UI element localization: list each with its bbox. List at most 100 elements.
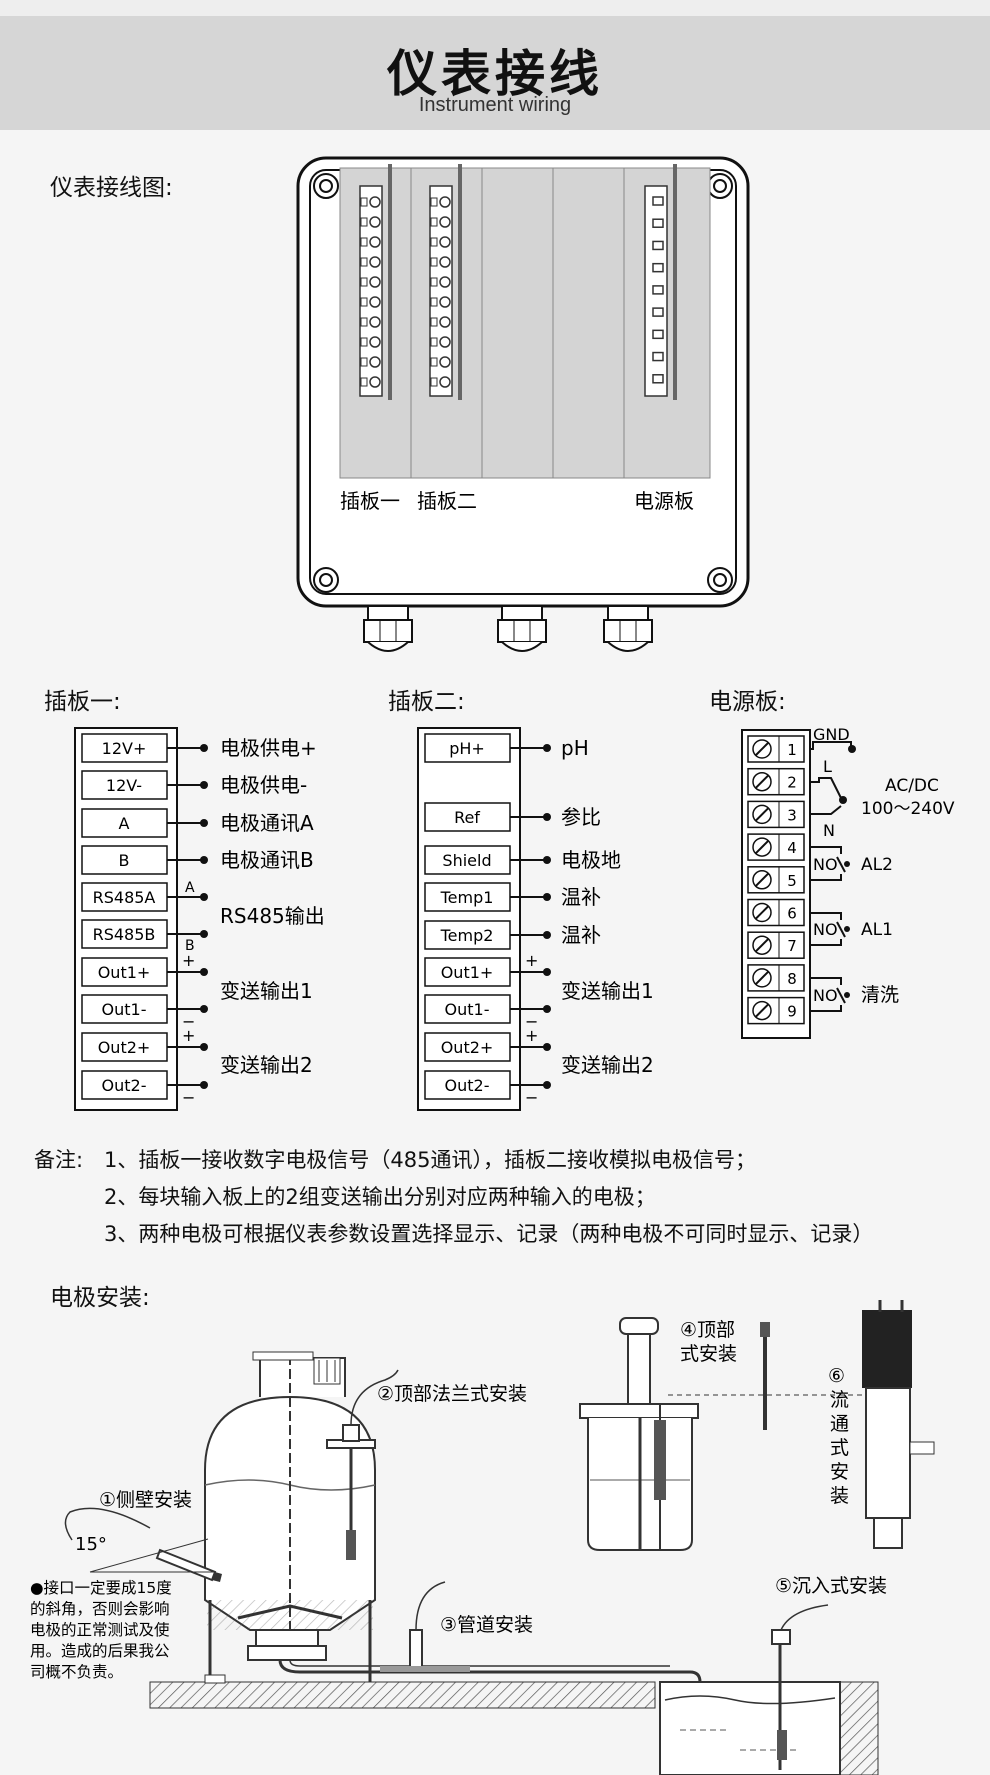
board1-diagram: 12V+12V-ABRS485ARS485BOut1+Out1-Out2+Out… (74, 727, 325, 1111)
power-label-clean: 清洗 (861, 984, 899, 1006)
power-terminal-number: 3 (787, 806, 797, 824)
terminal-label: 12V+ (102, 739, 147, 758)
terminal-box (424, 957, 511, 987)
cable-gland-icon (603, 605, 653, 652)
wire-dot (200, 968, 208, 976)
install-label-flow: 装 (830, 1485, 849, 1507)
install-label-submerge: ⑤沉入式安装 (775, 1575, 887, 1597)
warning-line: 的斜角，否则会影响 (30, 1600, 170, 1618)
power-terminal-number: 4 (787, 839, 797, 857)
screw-icon (313, 567, 339, 593)
terminal-block (644, 164, 677, 400)
enclosure-diagram: 插板一 插板二 电源板 (296, 156, 750, 652)
terminal-box (424, 802, 511, 832)
power-terminal-number: 2 (787, 774, 797, 792)
wire-dot (543, 856, 551, 864)
install-label-flow: 式 (830, 1437, 849, 1459)
section-board2: 插板二: (388, 689, 465, 715)
wire-dot (848, 745, 856, 753)
terminal-label: B (119, 851, 130, 870)
power-terminal-number: 1 (787, 741, 797, 759)
terminal-box (424, 733, 511, 763)
notes-line2: 2、每块输入板上的2组变送输出分别对应两种输入的电极； (104, 1185, 656, 1209)
terminal-label: Out1+ (441, 963, 494, 982)
section-power-board: 电源板: (709, 689, 786, 715)
board2-label: 变送输出1 (561, 979, 654, 1003)
board2-label: 电极地 (561, 848, 621, 872)
board1-mark: − (182, 1012, 195, 1031)
install-label-flange: ②顶部法兰式安装 (377, 1383, 527, 1405)
power-label-voltage: 100～240V (861, 799, 955, 819)
terminal-block (359, 164, 392, 400)
board2-label: 温补 (561, 923, 601, 947)
install-label-flow: 安 (830, 1461, 849, 1483)
power-terminal-number: 9 (787, 1003, 797, 1021)
install-label-flow: 流 (830, 1389, 849, 1411)
board2-label: pH (561, 736, 589, 760)
section-wiring-diagram: 仪表接线图: (50, 175, 173, 201)
install-label-side: ①侧壁安装 (99, 1489, 192, 1511)
terminal-box (81, 808, 168, 838)
terminal-box (81, 1070, 168, 1100)
wire-dot (543, 968, 551, 976)
terminal-box (81, 957, 168, 987)
power-label-al1: AL1 (861, 920, 893, 940)
terminal-label: Temp2 (440, 926, 494, 945)
section-board1: 插板一: (44, 689, 121, 715)
wire-dot (200, 1005, 208, 1013)
flange-probe (326, 1369, 399, 1560)
wire-dot (543, 813, 551, 821)
wire-dot (543, 1005, 551, 1013)
warning-line: 用。造成的后果我公 (30, 1642, 170, 1660)
power-no: NO (813, 920, 838, 939)
wire-dot (543, 931, 551, 939)
power-terminal-number: 8 (787, 970, 797, 988)
terminal-box (424, 920, 511, 950)
wire-dot (543, 1043, 551, 1051)
terminal-label: Out1- (445, 1000, 490, 1019)
terminal-box (424, 1070, 511, 1100)
board2-label: 变送输出2 (561, 1053, 654, 1077)
wire-dot (200, 1043, 208, 1051)
board2-mark: + (525, 951, 538, 970)
cable-gland-icon (363, 605, 413, 652)
side-probe (64, 1507, 222, 1582)
board1-label: 电极供电- (220, 773, 307, 797)
wire-dot (543, 1081, 551, 1089)
top-probe (668, 1322, 880, 1430)
power-label-l: L (823, 757, 832, 776)
top-mount-vessel (579, 1317, 699, 1551)
wire-dot (200, 856, 208, 864)
tank (204, 1351, 376, 1684)
board2-mark: − (525, 1012, 538, 1031)
power-no: NO (813, 986, 838, 1005)
board1-label: 电极通讯A (220, 811, 314, 835)
power-label-al2: AL2 (861, 855, 893, 875)
board1-label: 电极供电+ (220, 736, 317, 760)
install-label-flow: ⑥ (828, 1365, 845, 1387)
board2-mark: + (525, 1026, 538, 1045)
relay-al2: NO AL2 (810, 846, 893, 881)
wire-dot (200, 893, 208, 901)
ground (839, 1681, 879, 1775)
terminal-label: RS485B (93, 925, 156, 944)
wire-dot (200, 819, 208, 827)
enclosure-label-board1: 插板一 (340, 489, 400, 513)
install-label-top-b: 式安装 (680, 1343, 737, 1365)
terminal-label: Out2+ (441, 1038, 494, 1057)
installation-diagram: ①侧壁安装 ②顶部法兰式安装 ③管道安装 ④顶部 式安装 ⑤沉入式安装 ⑥ 流 … (30, 1300, 935, 1775)
power-terminal-number: 5 (787, 872, 797, 890)
power-terminal (747, 931, 805, 959)
board2-diagram: pH+RefShieldTemp1Temp2Out1+Out1-Out2+Out… (417, 727, 654, 1111)
top-band (0, 0, 990, 16)
enclosure-label-power: 电源板 (634, 489, 694, 513)
board2-mark: − (525, 1088, 538, 1107)
wire-dot (200, 744, 208, 752)
board1-mark: + (182, 951, 195, 970)
terminal-box (81, 919, 168, 949)
angle-label: 15° (75, 1534, 107, 1555)
terminal-box (424, 845, 511, 875)
relay-al1: NO AL1 (810, 912, 893, 946)
